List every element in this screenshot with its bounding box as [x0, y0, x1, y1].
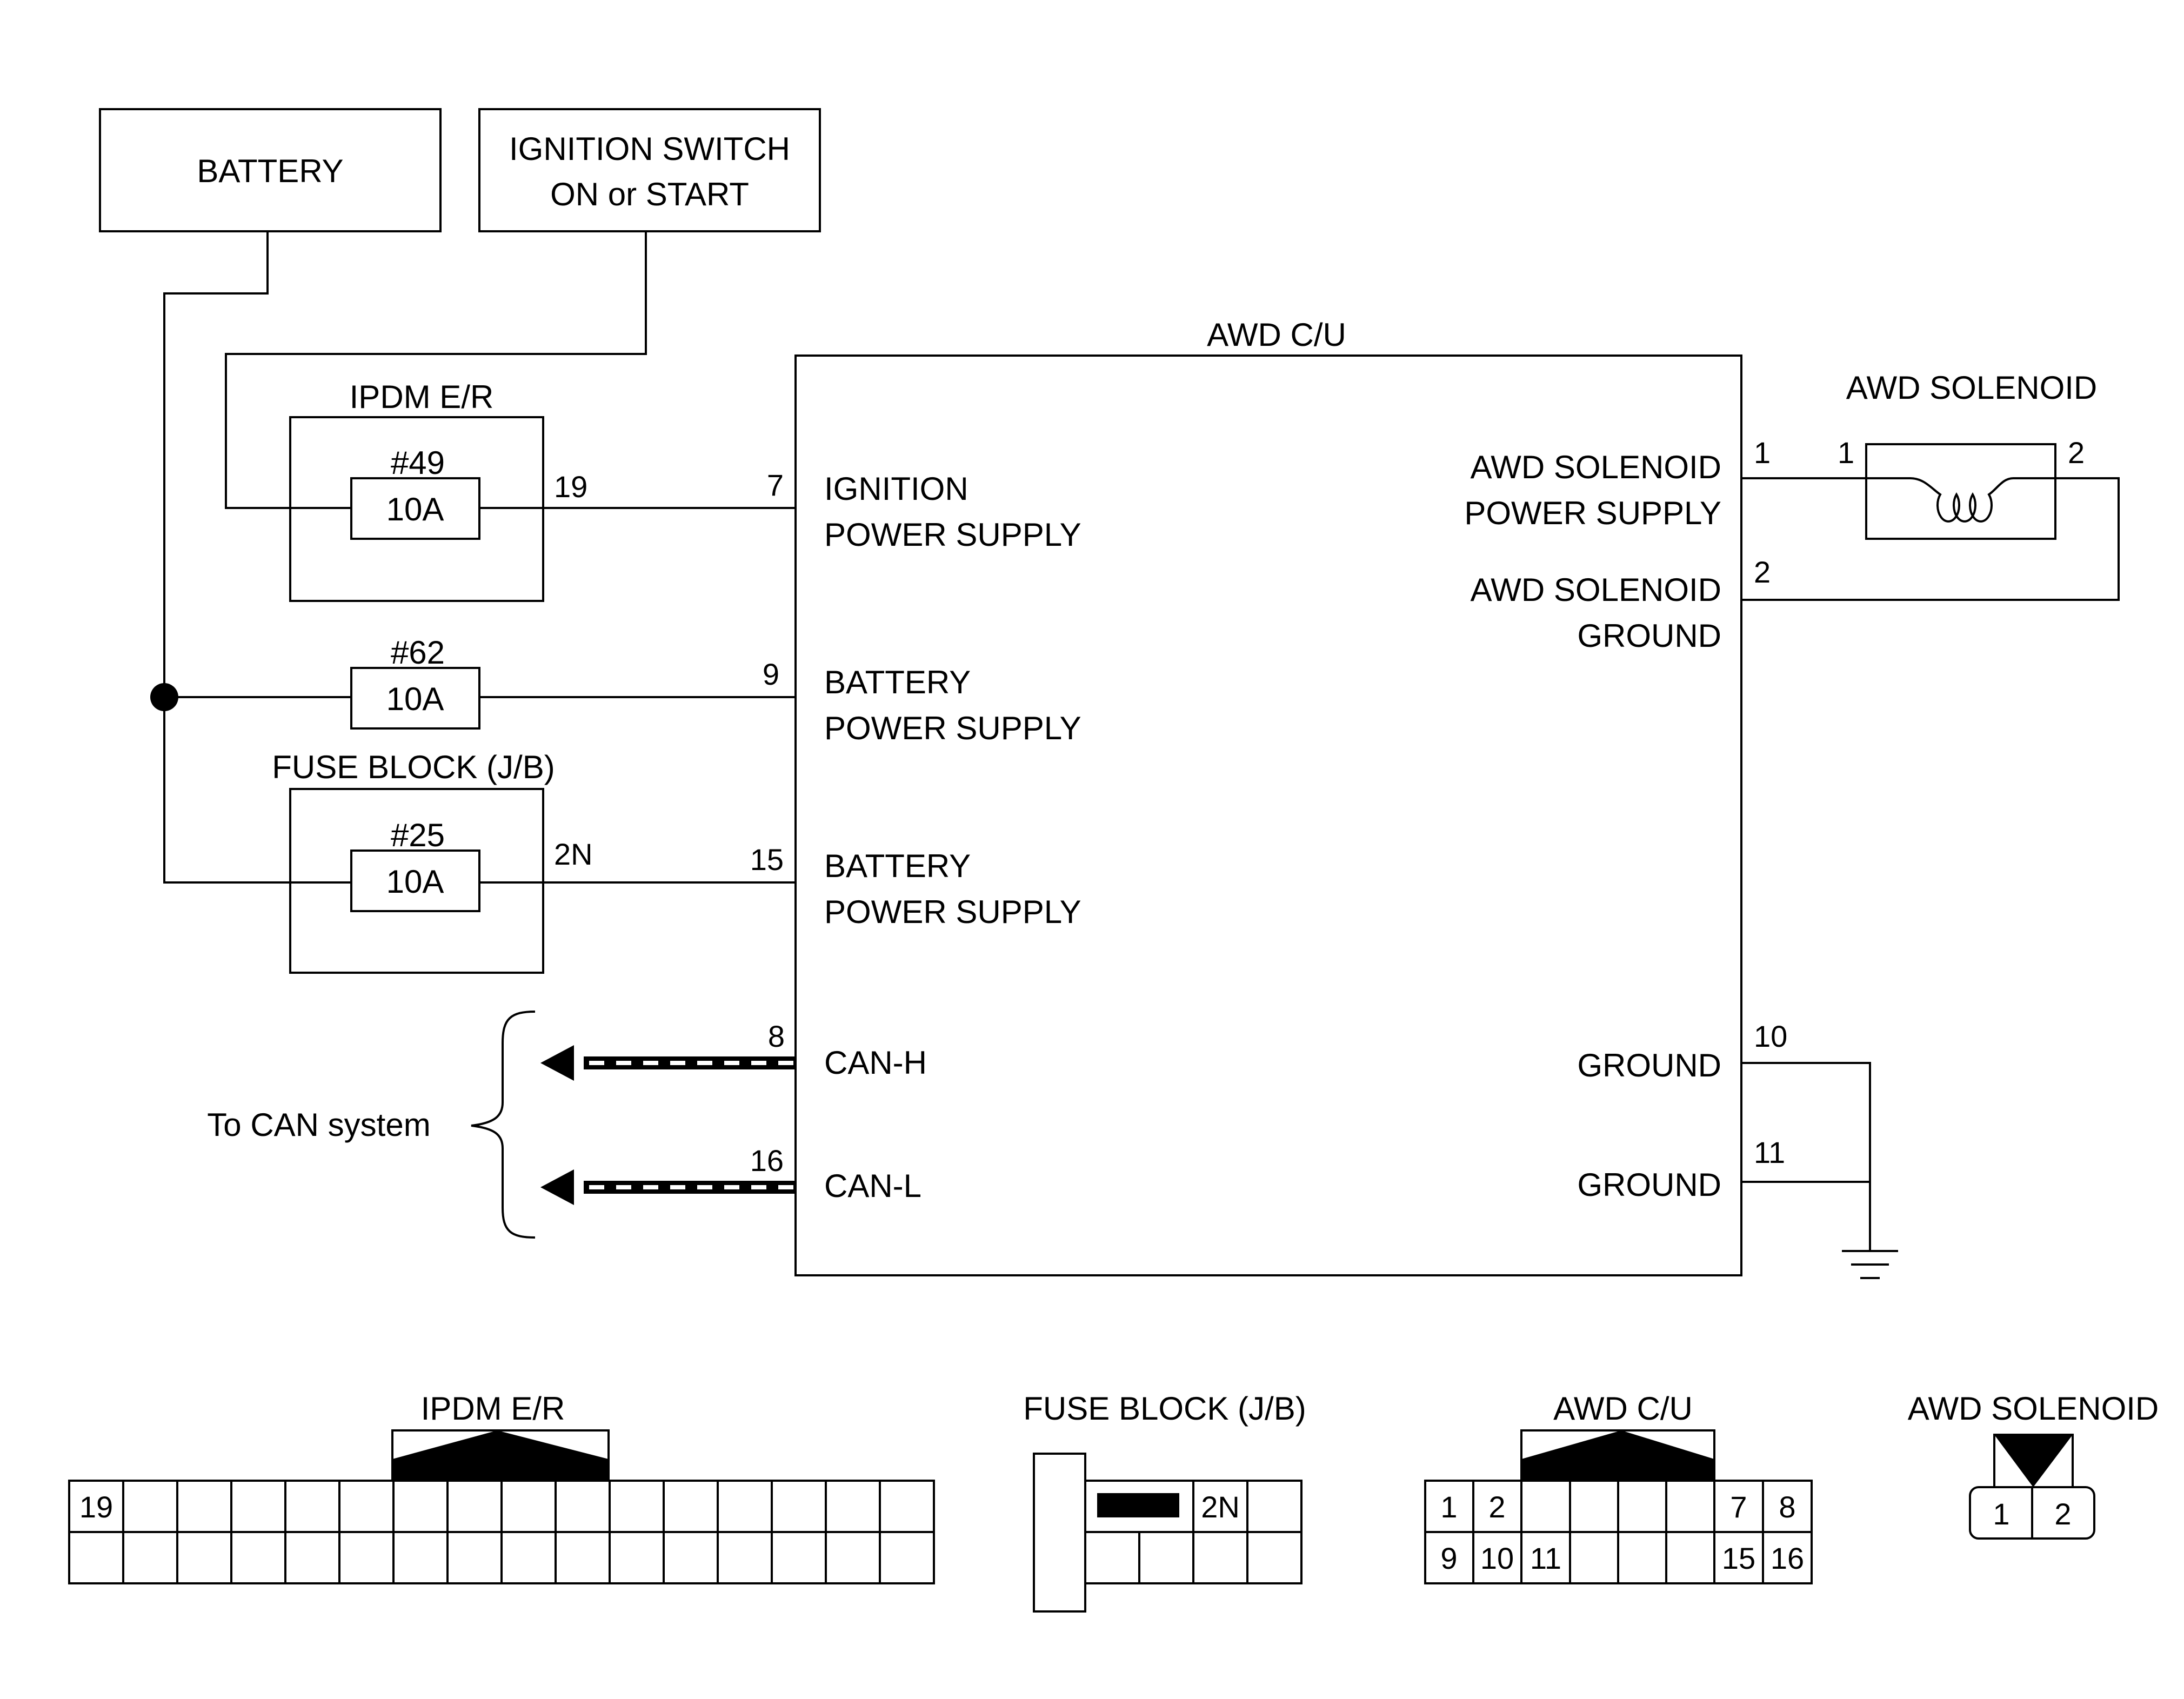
fuse-25-number: #25 — [391, 817, 445, 853]
solenoid-power-supply-label-2: POWER SUPPLY — [1464, 495, 1721, 531]
awd-cu-connector-cell-7: 7 — [1730, 1490, 1747, 1524]
fuse-49 — [350, 477, 480, 540]
can-l-label: CAN-L — [824, 1168, 921, 1204]
fuse-25 — [350, 850, 480, 912]
solenoid-ground-label-2: GROUND — [1577, 618, 1721, 654]
awd-cu-terminal-1: 1 — [1754, 436, 1771, 470]
solenoid-ground-label-1: AWD SOLENOID — [1470, 572, 1721, 608]
brace-icon — [471, 1011, 536, 1239]
fuse-block-label: FUSE BLOCK (J/B) — [272, 749, 555, 785]
battery-power-supply-1-label-2: POWER SUPPLY — [824, 710, 1081, 746]
fuse-25-rating: 10A — [386, 864, 444, 900]
fuse-block-connector-cell-2n: 2N — [1201, 1490, 1240, 1524]
power-wires — [163, 231, 796, 884]
awd-cu-terminal-7: 7 — [767, 468, 784, 502]
ipdm-label: IPDM E/R — [350, 379, 494, 415]
fuse-62-rating: 10A — [386, 681, 444, 717]
awd-cu-terminal-16: 16 — [750, 1143, 784, 1178]
fuse-block-box: FUSE BLOCK (J/B) #25 10A 2N — [272, 749, 593, 974]
solenoid-label: AWD SOLENOID — [1846, 370, 2098, 406]
battery-power-supply-2-label-1: BATTERY — [824, 848, 971, 884]
ignition-switch-label-1: IGNITION SWITCH — [509, 131, 790, 167]
solenoid-pin-2: 2 — [2068, 436, 2085, 470]
ground-11-label: GROUND — [1577, 1167, 1721, 1203]
can-l-arrow-icon — [540, 1169, 574, 1205]
awd-cu-connector-label: AWD C/U — [1553, 1390, 1693, 1427]
fuse-block-connector: FUSE BLOCK (J/B) 2N — [1023, 1390, 1306, 1613]
awd-cu-terminal-2: 2 — [1754, 555, 1771, 589]
awd-cu-connector-cell-2: 2 — [1488, 1490, 1505, 1524]
can-h-label: CAN-H — [824, 1045, 927, 1081]
solenoid-connector-label: AWD SOLENOID — [1908, 1390, 2159, 1427]
fuse-49-rating: 10A — [386, 491, 444, 527]
coil-icon — [1866, 477, 2055, 523]
to-can-system-label: To CAN system — [207, 1107, 430, 1143]
solenoid-connector-cell-2: 2 — [2054, 1497, 2071, 1531]
battery-label: BATTERY — [197, 153, 343, 189]
fuse-block-terminal-2n: 2N — [554, 837, 593, 871]
awd-cu-terminal-15: 15 — [750, 842, 784, 877]
fuse-62 — [350, 667, 480, 730]
awd-cu-connector-cell-1: 1 — [1440, 1490, 1457, 1524]
awd-cu-connector: AWD C/U 1 2 7 8 9 10 11 15 16 — [1424, 1390, 1813, 1584]
ipdm-box: IPDM E/R #49 10A 19 — [289, 379, 587, 602]
ground-icon — [1842, 1250, 1898, 1279]
ignition-switch-label-2: ON or START — [550, 176, 749, 212]
solenoid-pin-1: 1 — [1838, 436, 1854, 470]
solenoid-power-supply-label-1: AWD SOLENOID — [1470, 449, 1721, 485]
awd-cu-terminal-10: 10 — [1754, 1019, 1787, 1053]
ipdm-terminal-19: 19 — [554, 470, 587, 504]
awd-cu-connector-cell-16: 16 — [1771, 1541, 1804, 1575]
ignition-power-supply-label-1: IGNITION — [824, 471, 969, 507]
awd-cu-connector-cell-15: 15 — [1722, 1541, 1755, 1575]
fuse-block-connector-label: FUSE BLOCK (J/B) — [1023, 1390, 1306, 1427]
awd-cu-connector-cell-8: 8 — [1779, 1490, 1795, 1524]
solenoid-connector: AWD SOLENOID 1 2 — [1908, 1390, 2159, 1540]
ground-wiring — [1741, 1062, 1898, 1279]
ignition-switch-box: IGNITION SWITCH ON or START — [478, 108, 821, 232]
ground-10-label: GROUND — [1577, 1047, 1721, 1083]
battery-power-supply-2-label-2: POWER SUPPLY — [824, 894, 1081, 930]
awd-cu-terminal-11: 11 — [1754, 1135, 1785, 1169]
awd-cu-connector-cell-11: 11 — [1530, 1541, 1561, 1575]
can-lines: To CAN system — [207, 1011, 796, 1239]
ignition-power-supply-label-2: POWER SUPPLY — [824, 517, 1081, 553]
ipdm-connector: IPDM E/R 19 — [68, 1390, 935, 1584]
ipdm-connector-cell-19: 19 — [79, 1490, 113, 1524]
fuse-49-number: #49 — [391, 445, 445, 481]
awd-solenoid: AWD SOLENOID 1 2 — [1741, 370, 2120, 601]
awd-cu-box: AWD C/U 7 9 15 8 16 IGNITION POWER SUPPL… — [750, 317, 1787, 1276]
awd-cu-terminal-8: 8 — [768, 1019, 785, 1053]
awd-cu-connector-cell-10: 10 — [1480, 1541, 1514, 1575]
awd-cu-connector-cell-9: 9 — [1440, 1541, 1457, 1575]
awd-cu-terminal-9: 9 — [763, 657, 779, 691]
awd-cu-label: AWD C/U — [1207, 317, 1346, 353]
battery-box: BATTERY — [99, 108, 442, 232]
battery-power-supply-1-label-1: BATTERY — [824, 664, 971, 700]
fuse-62-number: #62 — [391, 634, 445, 671]
ipdm-connector-label: IPDM E/R — [421, 1390, 565, 1427]
can-h-arrow-icon — [540, 1045, 574, 1081]
fuse-62-group: #62 10A — [350, 634, 480, 730]
junction-dot — [150, 683, 178, 711]
solenoid-connector-cell-1: 1 — [1993, 1497, 2009, 1531]
